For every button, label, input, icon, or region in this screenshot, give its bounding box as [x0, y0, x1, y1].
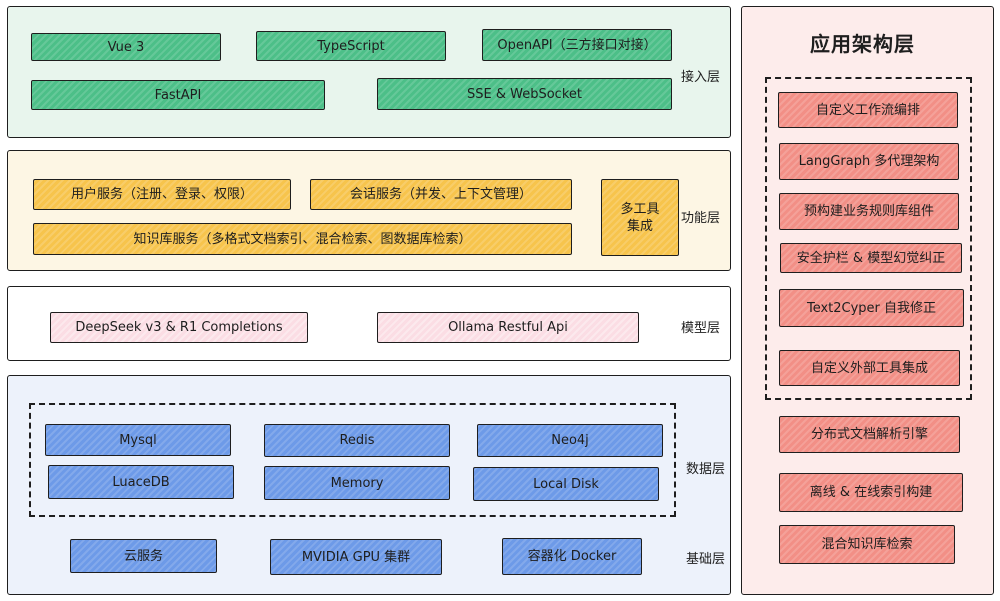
memory-box: Memory — [264, 466, 450, 500]
function-layer-label: 功能层 — [681, 211, 721, 226]
typescript-label: TypeScript — [317, 38, 385, 54]
local-disk-label: Local Disk — [533, 476, 599, 492]
sse-websocket-label: SSE & WebSocket — [467, 86, 582, 102]
multi-tool-label-line1: 多工具 — [620, 201, 660, 217]
text2cyper-box: Text2Cyper 自我修正 — [779, 289, 964, 327]
data-layer-group — [29, 403, 676, 517]
text2cyper-label: Text2Cyper 自我修正 — [806, 300, 937, 316]
external-tools-box: 自定义外部工具集成 — [779, 350, 960, 386]
local-disk-box: Local Disk — [473, 467, 659, 501]
app-panel-title: 应用架构层 — [810, 32, 915, 56]
infra-layer-label: 基础层 — [686, 552, 726, 567]
gpu-cluster-box: MVIDIA GPU 集群 — [270, 539, 442, 575]
business-rules-label: 预构建业务规则库组件 — [803, 204, 934, 219]
user-service-label: 用户服务（注册、登录、权限） — [70, 187, 253, 202]
data-layer-label: 数据层 — [686, 462, 726, 477]
fastapi-label: FastAPI — [154, 87, 202, 103]
mysql-box: Mysql — [45, 424, 231, 456]
knowledge-service-label: 知识库服务（多格式文档索引、混合检索、图数据库检索） — [133, 231, 472, 247]
cloud-service-box: 云服务 — [70, 539, 217, 573]
redis-box: Redis — [264, 424, 450, 457]
multi-tool-label-line2: 集成 — [626, 218, 653, 234]
access-layer: Vue 3 TypeScript OpenAPI（三方接口对接） FastAPI… — [7, 6, 731, 138]
ollama-label: Ollama Restful Api — [448, 320, 568, 335]
access-layer-label: 接入层 — [681, 70, 721, 85]
docker-box: 容器化 Docker — [502, 538, 642, 575]
model-layer: DeepSeek v3 & R1 Completions Ollama Rest… — [7, 286, 731, 361]
session-service-box: 会话服务（并发、上下文管理） — [310, 179, 572, 210]
fastapi-box: FastAPI — [31, 80, 325, 110]
cloud-service-label: 云服务 — [123, 548, 163, 564]
openapi-box: OpenAPI（三方接口对接） — [482, 29, 672, 61]
agent-group — [765, 77, 972, 400]
model-layer-label: 模型层 — [681, 321, 721, 336]
deepseek-box: DeepSeek v3 & R1 Completions — [50, 312, 308, 343]
gpu-cluster-label: MVIDIA GPU 集群 — [301, 549, 411, 565]
deepseek-label: DeepSeek v3 & R1 Completions — [75, 320, 283, 335]
multi-tool-box: 多工具 集成 — [601, 179, 679, 256]
workflow-box: 自定义工作流编排 — [778, 92, 958, 128]
user-service-box: 用户服务（注册、登录、权限） — [33, 179, 291, 210]
luacedb-box: LuaceDB — [48, 465, 234, 499]
openapi-label: OpenAPI（三方接口对接） — [497, 37, 657, 53]
session-service-label: 会话服务（并发、上下文管理） — [349, 187, 532, 202]
vue3-box: Vue 3 — [31, 33, 221, 61]
memory-label: Memory — [330, 475, 384, 491]
hybrid-search-box: 混合知识库检索 — [779, 525, 955, 564]
external-tools-label: 自定义外部工具集成 — [810, 360, 928, 376]
index-build-box: 离线 & 在线索引构建 — [779, 473, 963, 512]
redis-label: Redis — [339, 433, 375, 448]
index-build-label: 离线 & 在线索引构建 — [809, 485, 933, 500]
workflow-label: 自定义工作流编排 — [815, 102, 920, 118]
data-infra-layer: Mysql Redis Neo4j LuaceDB Memory Local D… — [7, 375, 731, 595]
neo4j-box: Neo4j — [477, 424, 663, 457]
vue3-label: Vue 3 — [107, 39, 145, 55]
app-architecture-panel: 应用架构层 自定义工作流编排 LangGraph 多代理架构 预构建业务规则库组… — [741, 6, 994, 595]
langgraph-box: LangGraph 多代理架构 — [779, 143, 959, 180]
typescript-box: TypeScript — [256, 31, 446, 61]
mysql-label: Mysql — [119, 432, 157, 448]
doc-parser-box: 分布式文档解析引擎 — [779, 416, 960, 453]
function-layer: 用户服务（注册、登录、权限） 会话服务（并发、上下文管理） 知识库服务（多格式文… — [7, 150, 731, 271]
guardrail-label: 安全护栏 & 模型幻觉纠正 — [796, 250, 946, 266]
guardrail-box: 安全护栏 & 模型幻觉纠正 — [780, 243, 962, 273]
neo4j-label: Neo4j — [551, 433, 589, 448]
sse-websocket-box: SSE & WebSocket — [377, 78, 672, 110]
hybrid-search-label: 混合知识库检索 — [821, 537, 913, 552]
business-rules-box: 预构建业务规则库组件 — [779, 193, 959, 230]
langgraph-label: LangGraph 多代理架构 — [798, 154, 940, 169]
doc-parser-label: 分布式文档解析引擎 — [810, 427, 928, 442]
knowledge-service-box: 知识库服务（多格式文档索引、混合检索、图数据库检索） — [33, 223, 572, 255]
luacedb-label: LuaceDB — [112, 474, 170, 490]
ollama-box: Ollama Restful Api — [377, 312, 639, 343]
docker-label: 容器化 Docker — [527, 549, 617, 564]
